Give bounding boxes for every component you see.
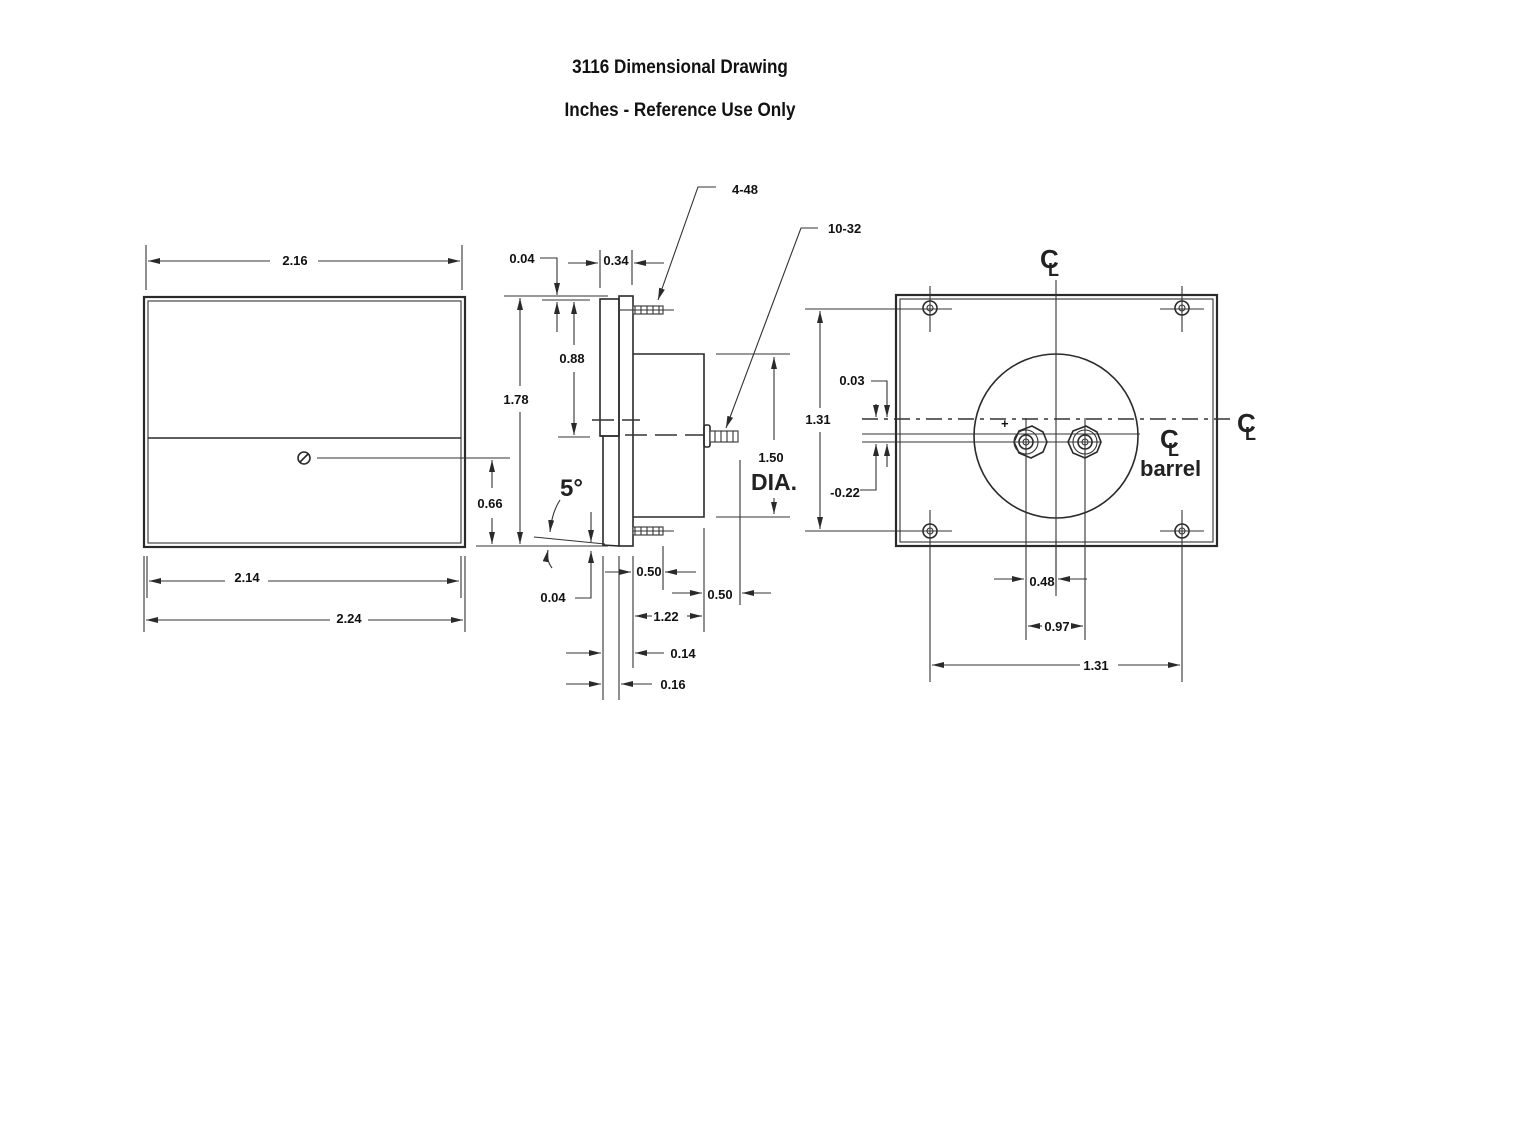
dim-2-24: 2.24: [336, 611, 362, 626]
barrel-label: barrel: [1140, 456, 1201, 481]
mounting-flange: [618, 295, 634, 547]
dim-0-14: 0.14: [670, 646, 696, 661]
dim-1-31-horizontal: 1.31: [1083, 658, 1108, 673]
side-view: 4-48 10-32 0.04 0.34 1.78 0.88 5°: [476, 182, 861, 700]
drawing-subtitle: Inches - Reference Use Only: [564, 100, 796, 121]
front-bezel-inner: [147, 300, 462, 544]
bezel-upper: [599, 298, 620, 437]
svg-text:C: C: [1040, 244, 1059, 274]
dim-0-88: 0.88: [559, 351, 584, 366]
dim-1-50: 1.50: [758, 450, 783, 465]
dia-label: DIA.: [751, 469, 797, 495]
zero-adjust-screw-icon: [297, 451, 311, 465]
callout-4-48: 4-48: [732, 182, 758, 197]
centerline-symbol-right-icon: C L: [1237, 408, 1256, 444]
dim-1-78: 1.78: [503, 392, 528, 407]
dim-0-03: 0.03: [839, 373, 864, 388]
terminal-positive-icon: [1013, 418, 1048, 640]
rear-view: + C L C L C L barrel 1.31 0.03 -0.22: [805, 244, 1256, 682]
front-view: 2.16 2.14 2.24 0.66: [142, 245, 532, 632]
stud-hole-bottom-right-icon: [1160, 510, 1204, 682]
drawing-title: 3116 Dimensional Drawing: [572, 57, 788, 78]
centerline-symbol-top-icon: C L: [1040, 244, 1059, 280]
svg-text:L: L: [1168, 440, 1179, 460]
callout-10-32: 10-32: [828, 221, 861, 236]
dim-1-22: 1.22: [653, 609, 678, 624]
dim-0-04-top: 0.04: [509, 251, 535, 266]
dim-0-04-bottom: 0.04: [540, 590, 566, 605]
angle-5-degrees: 5°: [560, 475, 583, 502]
positive-marker: +: [1001, 416, 1009, 431]
dim-2-16: 2.16: [282, 253, 307, 268]
terminal-negative-icon: [1067, 418, 1102, 640]
terminal-stud: [703, 424, 739, 448]
stud-hole-top-right-icon: [1160, 286, 1204, 332]
dim-0-50-terminal: 0.50: [707, 587, 732, 602]
dim-1-31-vertical: 1.31: [805, 412, 830, 427]
centerline-symbol-barrel-icon: C L: [1160, 424, 1179, 460]
dim-neg-0-22: -0.22: [830, 485, 860, 500]
dim-0-48: 0.48: [1029, 574, 1054, 589]
dim-0-34: 0.34: [603, 253, 629, 268]
mounting-stud-bottom: [632, 526, 674, 536]
dim-0-97: 0.97: [1044, 619, 1069, 634]
svg-text:L: L: [1245, 424, 1256, 444]
stud-hole-bottom-left-icon: [908, 510, 952, 682]
dim-2-14: 2.14: [234, 570, 260, 585]
svg-text:C: C: [1160, 424, 1179, 454]
dim-0-50-flange: 0.50: [636, 564, 661, 579]
mounting-stud-top: [632, 305, 674, 315]
dim-0-16: 0.16: [660, 677, 685, 692]
svg-text:L: L: [1048, 260, 1059, 280]
front-bezel-outer: [142, 295, 467, 549]
dim-0-66: 0.66: [477, 496, 502, 511]
svg-text:C: C: [1237, 408, 1256, 438]
stud-hole-top-left-icon: [908, 286, 952, 332]
